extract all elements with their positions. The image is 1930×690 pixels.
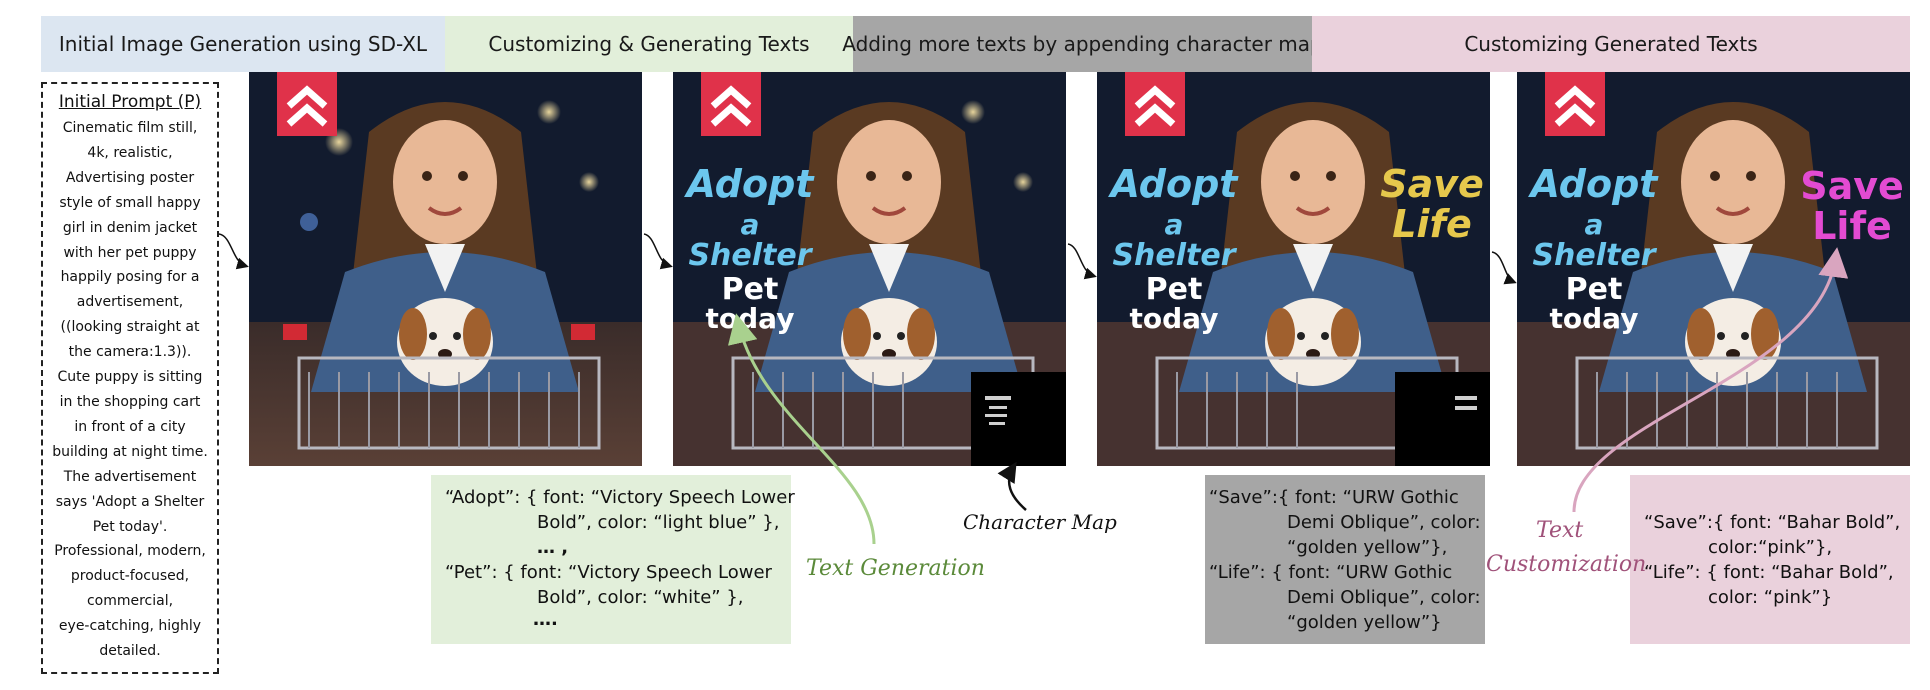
scene-illustration: [673, 72, 1066, 466]
text-attributes-box-customization: “Save”:{ font: “Bahar Bold”, color:“pink…: [1630, 475, 1910, 644]
poster-text-shelter: Shelter: [1532, 238, 1656, 273]
prompt-line: commercial,: [86, 593, 174, 610]
stage-header-customizing-generated: Customizing Generated Texts: [1312, 16, 1910, 72]
attr-line: “golden yellow”},: [1287, 537, 1448, 558]
generated-image-initial: [249, 72, 642, 466]
arrow-text-generation: [727, 313, 876, 545]
caption-text-customization-line1: Text: [1536, 518, 1584, 543]
poster-text-pet: Pet: [721, 272, 779, 307]
poster-text-adopt: Adopt: [1530, 162, 1658, 206]
prompt-line: girl in denim jacket: [62, 219, 198, 236]
prompt-line: style of small happy: [59, 194, 201, 211]
text-attributes-box-character-map: “Save”:{ font: “URW Gothic Demi Oblique”…: [1205, 475, 1485, 644]
prompt-line: The advertisement: [63, 468, 197, 485]
attr-line: Bold”, color: “light blue” },: [537, 512, 780, 533]
poster-text-today: today: [1129, 302, 1219, 335]
prompt-line: detailed.: [99, 643, 161, 660]
caption-character-map: Character Map: [963, 510, 1117, 534]
generated-image-more-text: Adopt a Shelter Pet today Save Life: [1097, 72, 1490, 466]
prompt-line: eye-catching, highly: [58, 618, 202, 635]
scene-illustration: [1097, 72, 1490, 466]
attr-line: … ,: [537, 537, 569, 558]
attr-line: color:“pink”},: [1708, 537, 1833, 558]
poster-text-life: Life: [1812, 204, 1892, 248]
poster-text-a: a: [740, 208, 760, 241]
attr-line: “Life”: { font: “URW Gothic: [1209, 562, 1453, 583]
prompt-line: Professional, modern,: [54, 543, 206, 560]
attr-line: Bold”, color: “white” },: [537, 587, 744, 608]
poster-text-today: today: [1549, 302, 1639, 335]
attr-line: “Pet”: { font: “Victory Speech Lower: [445, 562, 772, 583]
text-attributes-box-generation: “Adopt”: { font: “Victory Speech Lower B…: [431, 475, 795, 644]
caption-text-customization-line2: Customization: [1486, 552, 1647, 577]
poster-text-adopt: Adopt: [686, 162, 814, 206]
prompt-line: with her pet puppy: [63, 244, 197, 261]
prompt-line: Pet today'.: [92, 518, 168, 535]
prompt-title: Initial Prompt (P): [58, 92, 202, 112]
stage-header-label: Adding more texts by appending character…: [842, 32, 1323, 56]
poster-text-adopt: Adopt: [1110, 162, 1238, 206]
arrow-text-customization: [1572, 247, 1849, 513]
attr-line: Demi Oblique”, color:: [1287, 512, 1481, 533]
poster-text-shelter: Shelter: [688, 238, 812, 273]
prompt-line: ((looking straight at: [60, 319, 200, 336]
poster-text-a: a: [1584, 208, 1604, 241]
stage-header-initial-generation: Initial Image Generation using SD-XL: [41, 16, 445, 72]
prompt-line: says 'Adopt a Shelter: [55, 493, 205, 510]
poster-text-save: Save: [1800, 164, 1904, 208]
attr-line: “Save”:{ font: “URW Gothic: [1209, 487, 1459, 508]
arrow-prompt-to-image: [218, 233, 249, 270]
prompt-line: in the shopping cart: [59, 393, 201, 410]
initial-prompt-box: Initial Prompt (P) Cinematic film still,…: [41, 82, 219, 674]
prompt-line: the camera:1.3)).: [68, 344, 192, 361]
arrow-image2-to-image3: [1067, 243, 1097, 280]
prompt-line: product-focused,: [70, 568, 190, 585]
stage-header-label: Customizing Generated Texts: [1464, 32, 1758, 56]
attr-line: “golden yellow”}: [1287, 612, 1442, 633]
poster-text-pet: Pet: [1565, 272, 1623, 307]
attr-line: “Life”: { font: “Bahar Bold”,: [1644, 562, 1894, 583]
poster-text-shelter: Shelter: [1112, 238, 1236, 273]
stage-header-character-map: Adding more texts by appending character…: [842, 16, 1323, 72]
attr-line: “Adopt”: { font: “Victory Speech Lower: [445, 487, 795, 508]
prompt-line: happily posing for a: [60, 269, 200, 286]
arrow-character-map: [997, 461, 1027, 511]
poster-text-save: Save: [1380, 162, 1484, 206]
poster-text-a: a: [1164, 208, 1184, 241]
poster-text-pet: Pet: [1145, 272, 1203, 307]
arrow-image3-to-image4: [1491, 251, 1517, 285]
attr-line: ….: [533, 609, 558, 630]
prompt-text: Cinematic film still, 4k, realistic, Adv…: [43, 116, 217, 664]
stage-header-customizing-texts: Customizing & Generating Texts: [445, 16, 853, 72]
scene-illustration: [249, 72, 642, 466]
attr-line: “Save”:{ font: “Bahar Bold”,: [1644, 512, 1901, 533]
prompt-line: in front of a city: [74, 418, 186, 435]
caption-text-generation: Text Generation: [806, 556, 985, 581]
prompt-line: building at night time.: [52, 443, 208, 460]
stage-header-label: Initial Image Generation using SD-XL: [58, 32, 428, 56]
attr-line: color: “pink”}: [1708, 587, 1833, 608]
stage-header-label: Customizing & Generating Texts: [488, 32, 810, 56]
generated-image-with-text: Adopt a Shelter Pet today: [673, 72, 1066, 466]
prompt-line: Cinematic film still,: [62, 120, 198, 136]
prompt-line: 4k, realistic,: [87, 144, 173, 161]
poster-text-life: Life: [1392, 202, 1472, 246]
attr-line: Demi Oblique”, color:: [1287, 587, 1481, 608]
prompt-line: advertisement,: [76, 294, 184, 311]
prompt-line: Advertising poster: [65, 169, 195, 186]
arrow-image1-to-image2: [643, 233, 673, 270]
prompt-line: Cute puppy is sitting: [57, 369, 203, 386]
